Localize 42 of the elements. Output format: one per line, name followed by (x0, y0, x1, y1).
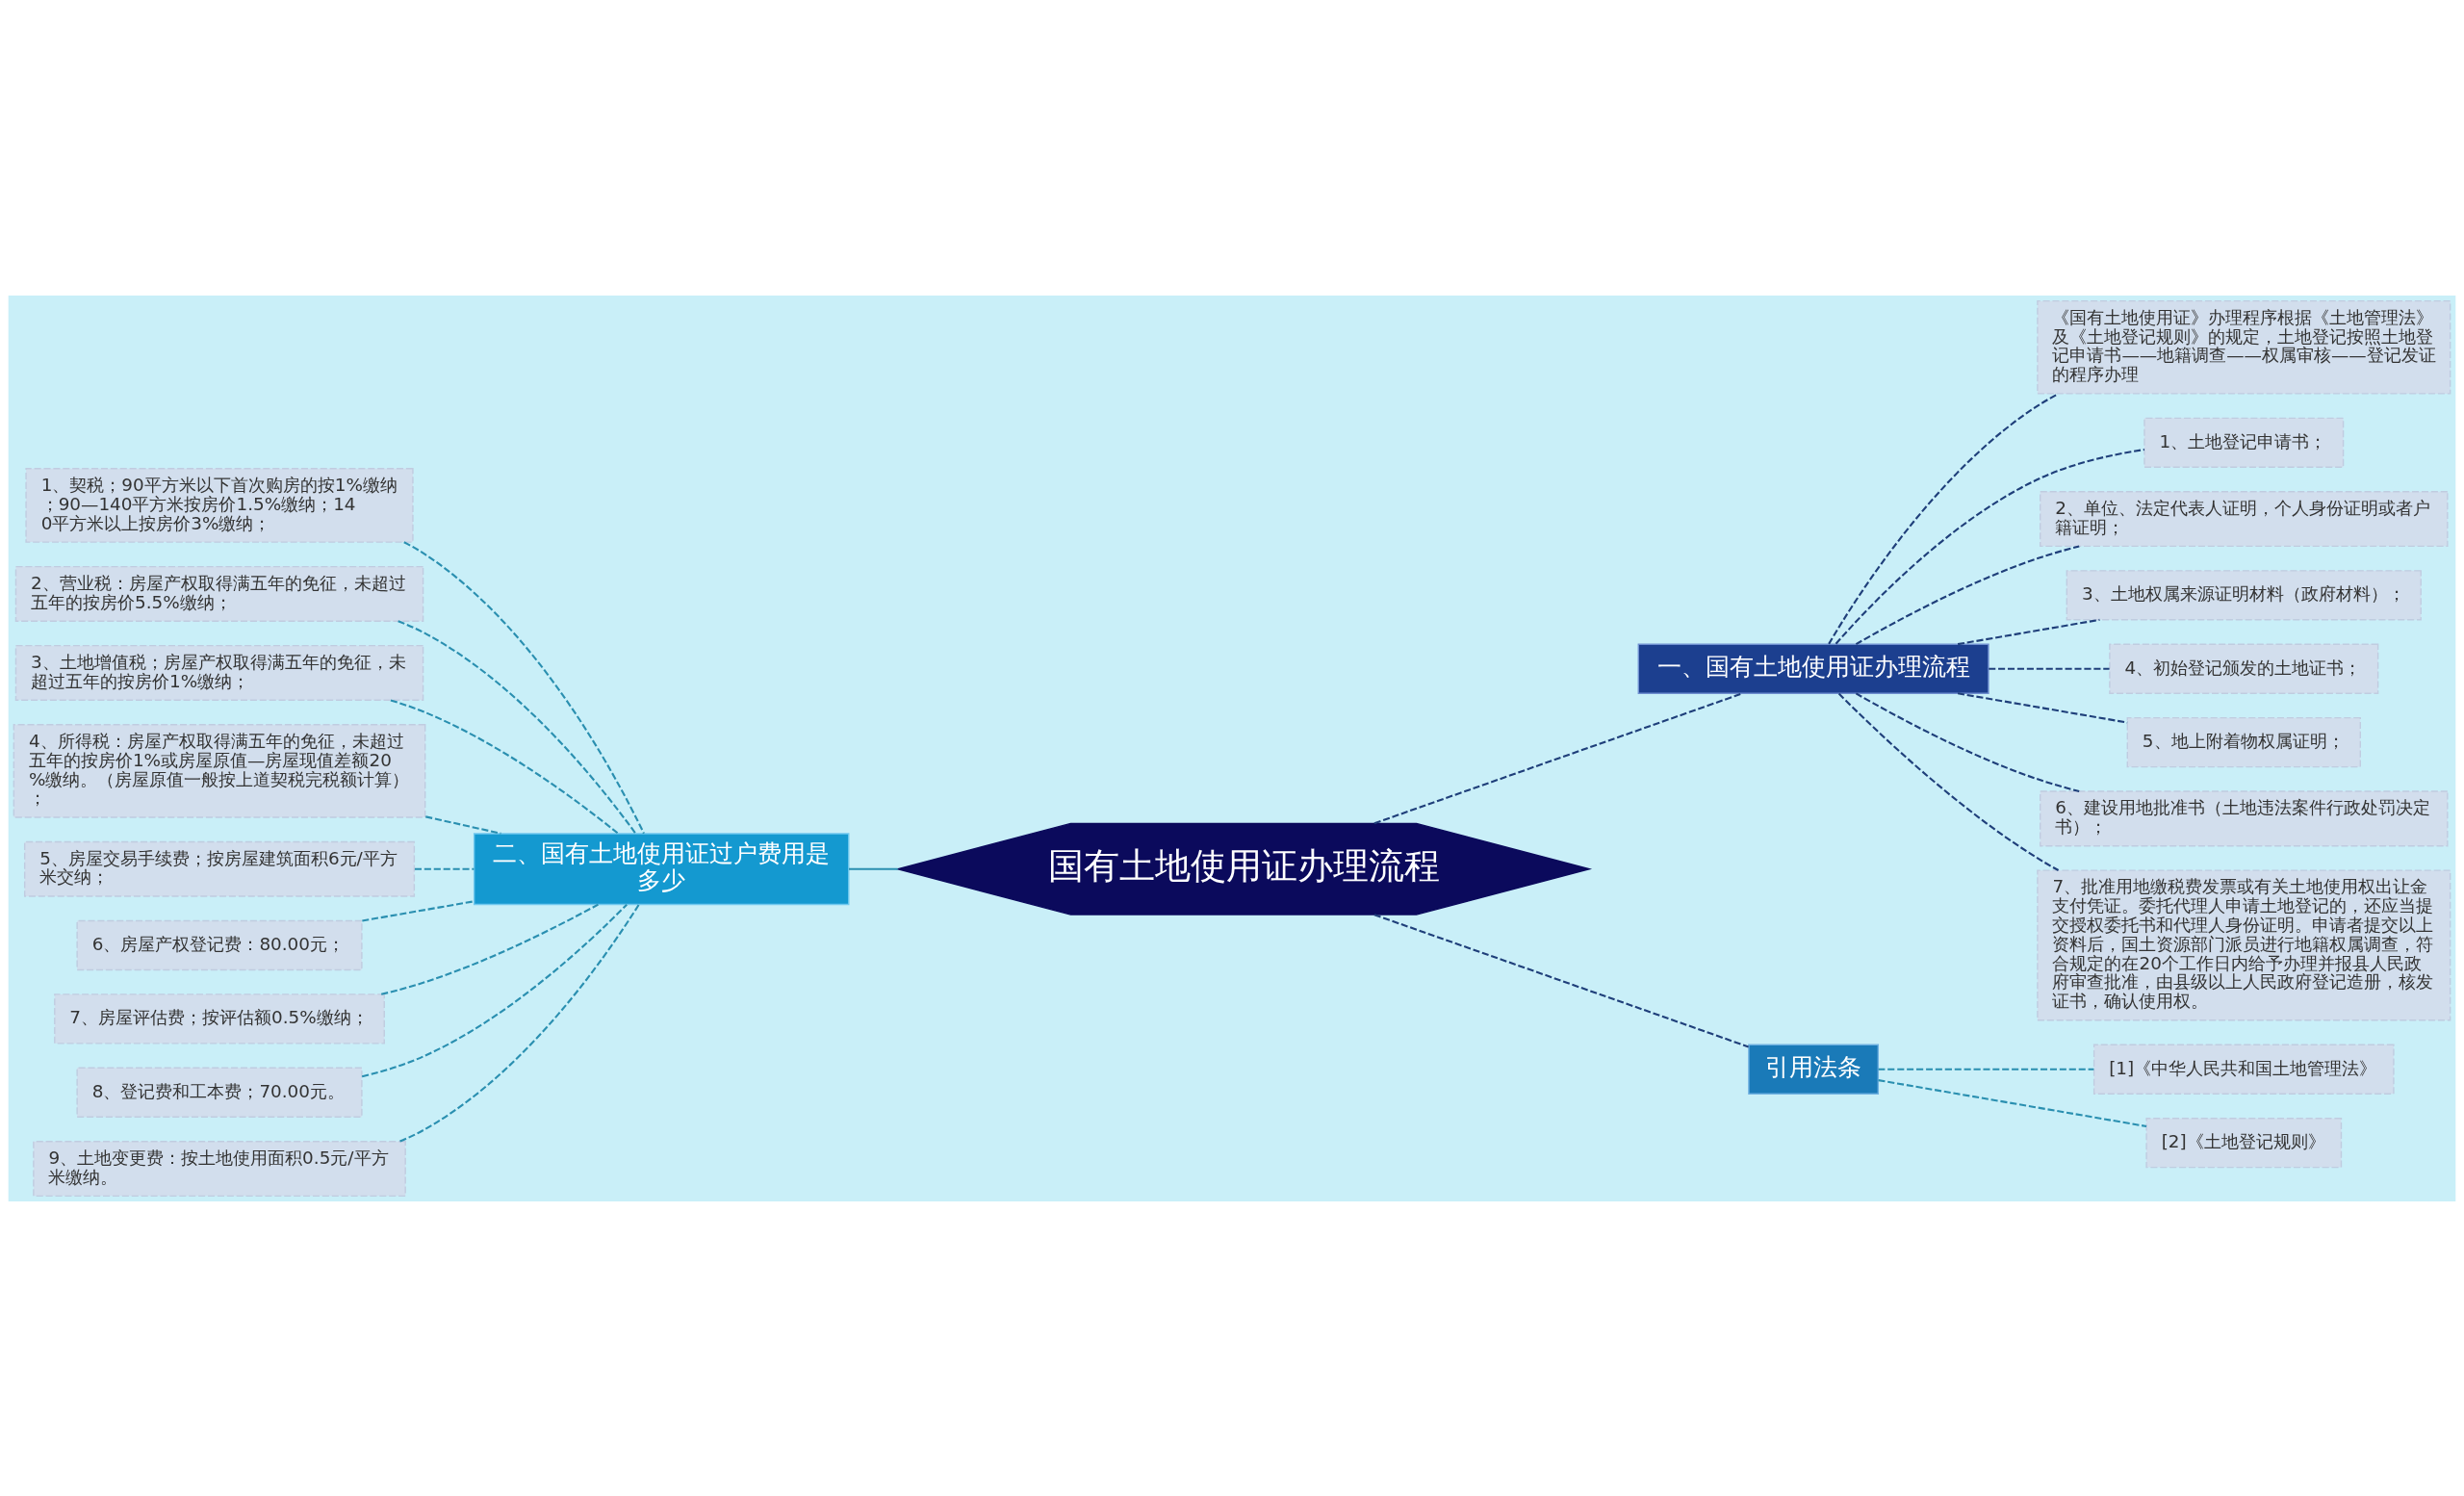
connector (399, 903, 640, 1143)
node-box: 2、营业税：房屋产权取得满五年的免征，未超过五年的按房价5.5%缴纳； (14, 565, 424, 622)
node-box: 4、初始登记颁发的土地证书； (2109, 643, 2379, 694)
node-box: 2、单位、法定代表人证明，个人身份证明或者户籍证明； (2040, 490, 2449, 547)
node-box: 5、地上附着物权属证明； (2126, 716, 2361, 767)
connector (380, 903, 599, 995)
connector (1878, 1068, 2094, 1070)
node-box: 4、所得税：房屋产权取得满五年的免征，未超过五年的按房价1%或房屋原值—房屋现值差额20%缴纳。（房屋原值一般按上道契税完税额计算）； (13, 723, 426, 818)
connector (1957, 618, 2100, 645)
connector (362, 899, 475, 921)
node-box: 二、国有土地使用证过户费用是多少 (473, 832, 850, 905)
connector (1878, 1078, 2147, 1127)
connector (414, 867, 475, 870)
connector (849, 867, 898, 870)
node-box: 3、土地权属来源证明材料（政府材料）； (2066, 569, 2422, 620)
connector (390, 698, 619, 835)
connector (361, 903, 628, 1077)
connector (1835, 448, 2145, 644)
node-box: 1、契税；90平方米以下首次购房的按1%缴纳；90—140平方米按房价1.5%缴纳；140平方米以上按房价3%缴纳； (25, 467, 414, 543)
connector (425, 814, 501, 835)
node-box: [2]《土地登记规则》 (2145, 1117, 2343, 1168)
node-box: 7、房屋评估费；按评估额0.5%缴纳； (54, 993, 385, 1045)
node-box: 3、土地增值税；房屋产权取得满五年的免征，未超过五年的按房价1%缴纳； (14, 644, 424, 701)
connector (1989, 667, 2110, 670)
node-box: 《国有土地使用证》办理程序根据《土地管理法》及《土地登记规则》的规定，土地登记按照土地登记申请书——地籍调查——权属审核——登记发证的程序办理 (2037, 299, 2451, 395)
node-box: 引用法条 (1748, 1044, 1880, 1095)
node-box: 6、房屋产权登记费：80.00元； (76, 919, 363, 970)
connector (398, 619, 637, 834)
connector (1855, 691, 2080, 792)
node-box: [1]《中华人民共和国土地管理法》 (2092, 1044, 2395, 1095)
connector (1373, 691, 1743, 824)
node-box: 1、土地登记申请书； (2143, 417, 2345, 468)
connector (1373, 913, 1749, 1047)
node-box: 6、建设用地批准书（土地违法案件行政处罚决定书）； (2040, 789, 2449, 846)
connector (1837, 692, 2060, 871)
node-box: 5、房屋交易手续费；按房屋建筑面积6元/平方米交纳； (23, 840, 416, 897)
node-box: 9、土地变更费：按土地使用面积0.5元/平方米缴纳。 (33, 1140, 406, 1197)
node-box: 7、批准用地缴税费发票或有关土地使用权出让金支付凭证。委托代理人申请土地登记的，还应当提交授权委托书和代理人身份证明。申请者提交以上资料后，国土资源部门派员进行地籍权属调查，符合规定的在20个工作日内给予办理并报县人民政府审查批准，由县级以上人民政府登记造册，核发证书，确认使用权。 (2037, 868, 2451, 1020)
node-box: 一、国有土地使用证办理流程 (1637, 643, 1989, 694)
connector (1855, 544, 2080, 645)
connector (403, 540, 645, 834)
node-box: 8、登记费和工本费；70.00元。 (76, 1067, 363, 1118)
